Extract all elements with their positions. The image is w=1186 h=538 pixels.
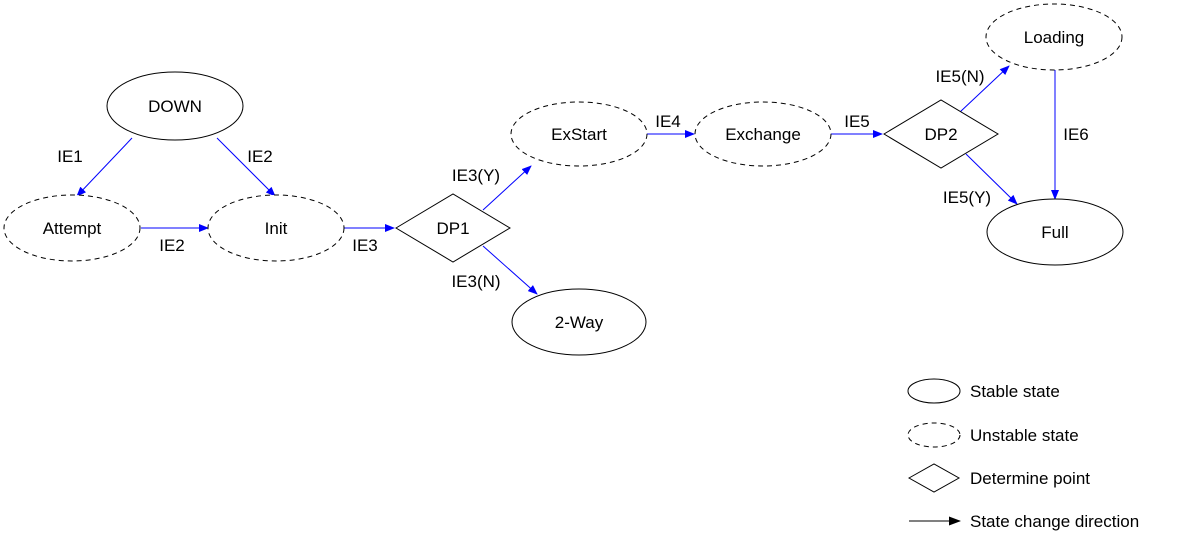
node-down: DOWN <box>106 71 244 141</box>
edge-label-down-init: IE2 <box>247 147 273 166</box>
edge-dp2-full <box>965 153 1018 205</box>
edge-label-exstart-exchange: IE4 <box>655 112 681 131</box>
node-loading-label: Loading <box>1024 28 1085 47</box>
node-loading: Loading <box>985 3 1123 71</box>
edge-label-down-attempt: IE1 <box>57 147 83 166</box>
legend-direction-label: State change direction <box>970 512 1139 531</box>
node-dp1: DP1 <box>395 193 511 263</box>
edge-label-dp2-loading: IE5(N) <box>935 67 984 86</box>
node-exstart-label: ExStart <box>551 125 607 144</box>
edge-label-init-dp1: IE3 <box>352 236 378 255</box>
node-exstart: ExStart <box>510 101 648 167</box>
edge-dp1-exstart <box>482 165 532 211</box>
edge-label-exchange-dp2: IE5 <box>844 112 870 131</box>
node-dp2: DP2 <box>883 99 999 169</box>
legend-determine-label: Determine point <box>970 469 1090 488</box>
node-full: Full <box>986 198 1124 266</box>
legend-stable: Stable state <box>907 378 1060 404</box>
legend-determine: Determine point <box>907 463 1090 493</box>
node-down-label: DOWN <box>148 97 202 116</box>
node-full-label: Full <box>1041 223 1068 242</box>
edge-down-init <box>216 137 276 197</box>
node-two-way-label: 2-Way <box>555 313 604 332</box>
node-dp1-label: DP1 <box>436 219 469 238</box>
edge-label-loading-full: IE6 <box>1063 125 1089 144</box>
edge-label-dp1-exstart: IE3(Y) <box>452 166 500 185</box>
legend-unstable: Unstable state <box>907 422 1079 448</box>
node-init-label: Init <box>265 219 288 238</box>
edge-dp2-loading <box>959 65 1010 113</box>
node-dp2-label: DP2 <box>924 125 957 144</box>
legend-direction: State change direction <box>909 512 1139 531</box>
edge-label-attempt-init: IE2 <box>159 236 185 255</box>
edge-label-dp1-two-way: IE3(N) <box>451 272 500 291</box>
node-attempt: Attempt <box>3 194 141 262</box>
node-init: Init <box>207 194 345 262</box>
edge-down-attempt <box>76 137 133 197</box>
node-exchange-label: Exchange <box>725 125 801 144</box>
edges <box>76 65 1059 295</box>
edge-dp1-two-way <box>482 245 538 295</box>
legend-unstable-label: Unstable state <box>970 426 1079 445</box>
node-attempt-label: Attempt <box>43 219 102 238</box>
edge-label-dp2-full: IE5(Y) <box>943 188 991 207</box>
legend-stable-label: Stable state <box>970 382 1060 401</box>
node-two-way: 2-Way <box>511 288 647 356</box>
edge-labels: IE1 IE2 IE2 IE3 IE3(Y) IE3(N) IE4 IE5 IE… <box>57 67 1089 291</box>
node-exchange: Exchange <box>694 101 832 167</box>
legend: Stable state Unstable state Determine po… <box>907 378 1139 531</box>
